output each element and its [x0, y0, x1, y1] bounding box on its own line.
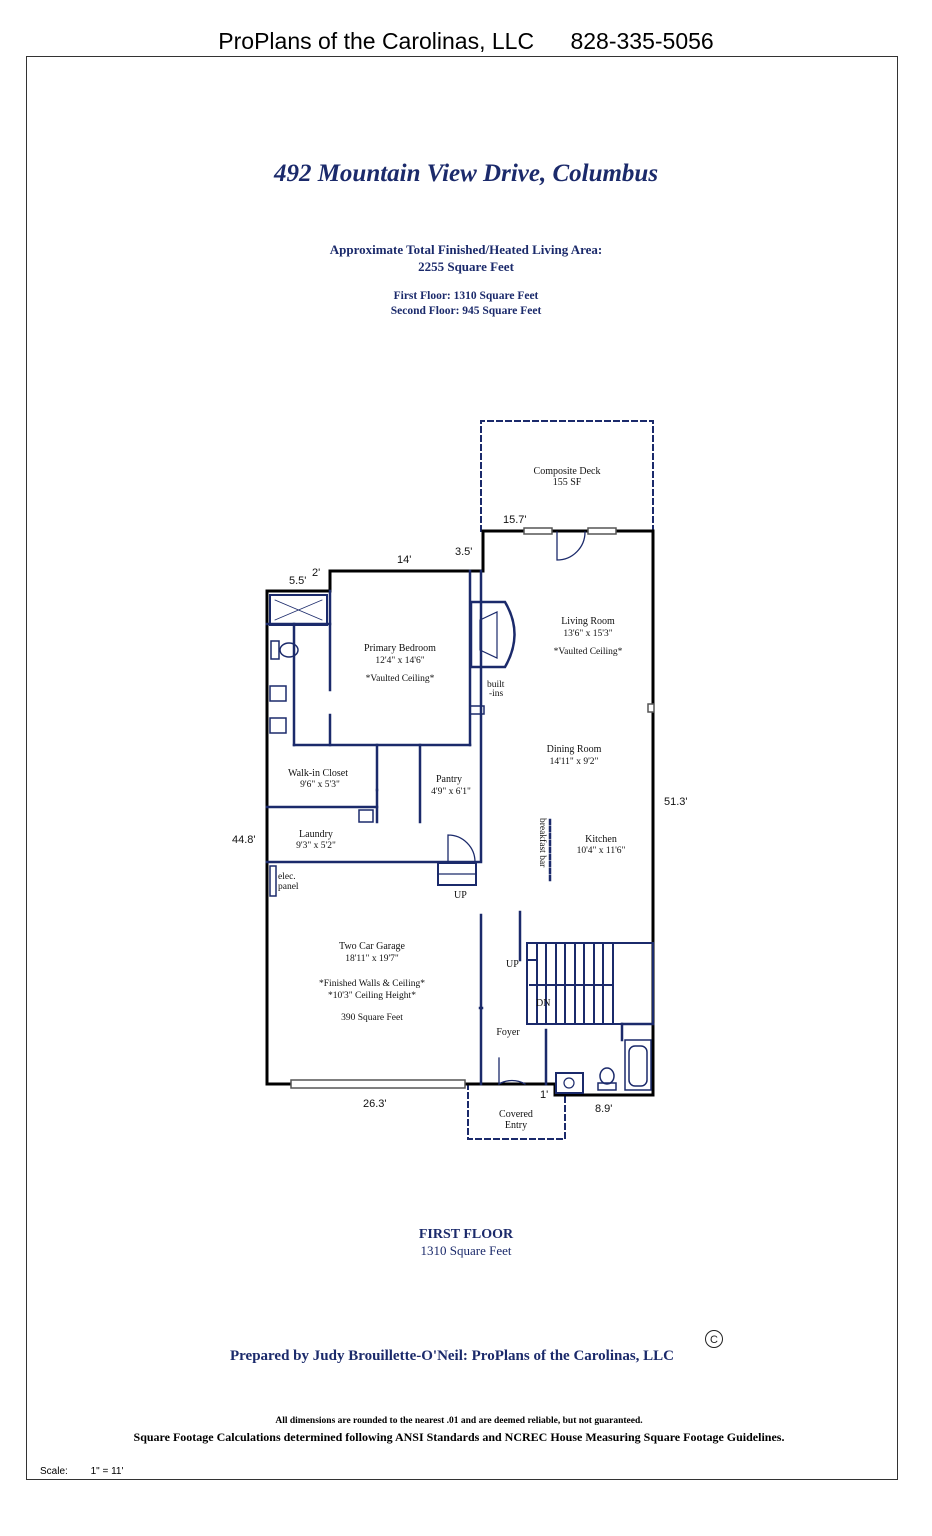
stair-down-label: DN [536, 998, 550, 1009]
garage-note-height: *10'3" Ceiling Height* [328, 991, 416, 1001]
dim-left-side: 44.8' [232, 834, 256, 846]
garage-size: 18'11" x 19'7" [345, 954, 399, 964]
kitchen-size: 10'4" x 11'6" [577, 846, 626, 856]
floor-areas: First Floor: 1310 Square Feet Second Flo… [0, 289, 932, 319]
prepared-by: Prepared by Judy Brouillette-O'Neil: Pro… [229, 1348, 675, 1364]
elec-panel-label: elec. [278, 872, 296, 882]
dim-bedroom-width: 14' [397, 554, 411, 566]
covered-entry-label-2: Entry [505, 1120, 527, 1131]
living-room-note: *Vaulted Ceiling* [554, 647, 623, 657]
garage-note-walls: *Finished Walls & Ceiling* [319, 979, 425, 989]
dim-step: 3.5' [455, 546, 472, 558]
walk-in-closet-label: Walk-in Closet [288, 768, 348, 779]
laundry-sink [358, 809, 374, 823]
phone-number: 828-335-5056 [570, 28, 714, 54]
floor-name: FIRST FLOOR [418, 1227, 514, 1242]
primary-bedroom-label: Primary Bedroom [364, 643, 436, 654]
dim-jog: 2' [312, 567, 320, 579]
builtins-label-2: -ins [489, 689, 504, 699]
bathtub [624, 1039, 652, 1091]
sink [269, 685, 287, 702]
living-room-label: Living Room [561, 616, 615, 627]
scale-label: Scale: [40, 1466, 68, 1477]
primary-bedroom-size: 12'4" x 14'6" [375, 656, 424, 666]
floor-sqft: 1310 Square Feet [420, 1243, 512, 1258]
garage-stair-up: UP [454, 890, 467, 901]
garage-sqft: 390 Square Feet [341, 1013, 403, 1023]
elec-panel-label-2: panel [278, 882, 299, 892]
builtins-label: built [487, 680, 505, 690]
pantry-size: 4'9" x 6'1" [431, 787, 471, 797]
second-floor-area: Second Floor: 945 Square Feet [390, 305, 542, 317]
laundry-size: 9'3" x 5'2" [296, 841, 336, 851]
exterior-wall [265, 529, 655, 1097]
half-bath-sink [555, 1072, 584, 1094]
covered-entry-outline [467, 1083, 566, 1140]
stairs [526, 942, 654, 1025]
copyright-icon: C [705, 1330, 723, 1348]
dining-room-label: Dining Room [547, 744, 602, 755]
header: ProPlans of the Carolinas, LLC 828-335-5… [0, 28, 932, 55]
dim-jog-bottom: 1' [540, 1089, 548, 1101]
covered-entry-label: Covered [499, 1109, 533, 1120]
toilet-small [597, 1067, 617, 1091]
disclaimer: All dimensions are rounded to the neares… [275, 1416, 643, 1426]
garage-label: Two Car Garage [339, 941, 405, 952]
scale: Scale: 1" = 11' [40, 1466, 123, 1477]
deck-size: 155 SF [553, 477, 582, 488]
laundry-label: Laundry [299, 829, 333, 840]
fireplace [469, 600, 516, 669]
breakfast-bar-label: breakfast bar [537, 818, 548, 868]
deck-outline [480, 420, 654, 532]
windows [269, 527, 655, 1089]
company-name: ProPlans of the Carolinas, LLC [218, 28, 535, 54]
page-frame [26, 56, 898, 1480]
toilet [270, 640, 299, 660]
deck-label: Composite Deck [534, 466, 601, 477]
dim-right-side: 51.3' [664, 796, 688, 808]
kitchen-label: Kitchen [585, 834, 617, 845]
first-floor-area: First Floor: 1310 Square Feet [393, 290, 539, 302]
sink [269, 717, 287, 734]
dim-deck-width: 15.7' [503, 514, 527, 526]
walk-in-closet-size: 9'6" x 5'3" [300, 780, 340, 790]
total-area-value: 2255 Square Feet [418, 259, 514, 274]
dining-room-size: 14'11" x 9'2" [550, 757, 599, 767]
calculation-note: Square Footage Calculations determined f… [133, 1430, 785, 1444]
shower [269, 594, 328, 626]
floor-label: FIRST FLOOR 1310 Square Feet [0, 1227, 932, 1259]
scale-value: 1" = 11' [90, 1466, 124, 1477]
dim-garage-width: 26.3' [363, 1098, 387, 1110]
doors [437, 531, 586, 1086]
dim-bath-bottom: 8.9' [595, 1103, 612, 1115]
foyer-label: Foyer [496, 1027, 520, 1038]
pantry-label: Pantry [436, 774, 462, 785]
primary-bedroom-note: *Vaulted Ceiling* [366, 674, 435, 684]
dim-bath-width: 5.5' [289, 575, 306, 587]
stair-up-label: UP [506, 959, 519, 970]
total-area-label: Approximate Total Finished/Heated Living… [329, 242, 603, 257]
builtins [469, 705, 485, 715]
property-title: 492 Mountain View Drive, Columbus [273, 160, 659, 187]
total-area: Approximate Total Finished/Heated Living… [0, 241, 932, 275]
living-room-size: 13'6" x 15'3" [563, 629, 612, 639]
